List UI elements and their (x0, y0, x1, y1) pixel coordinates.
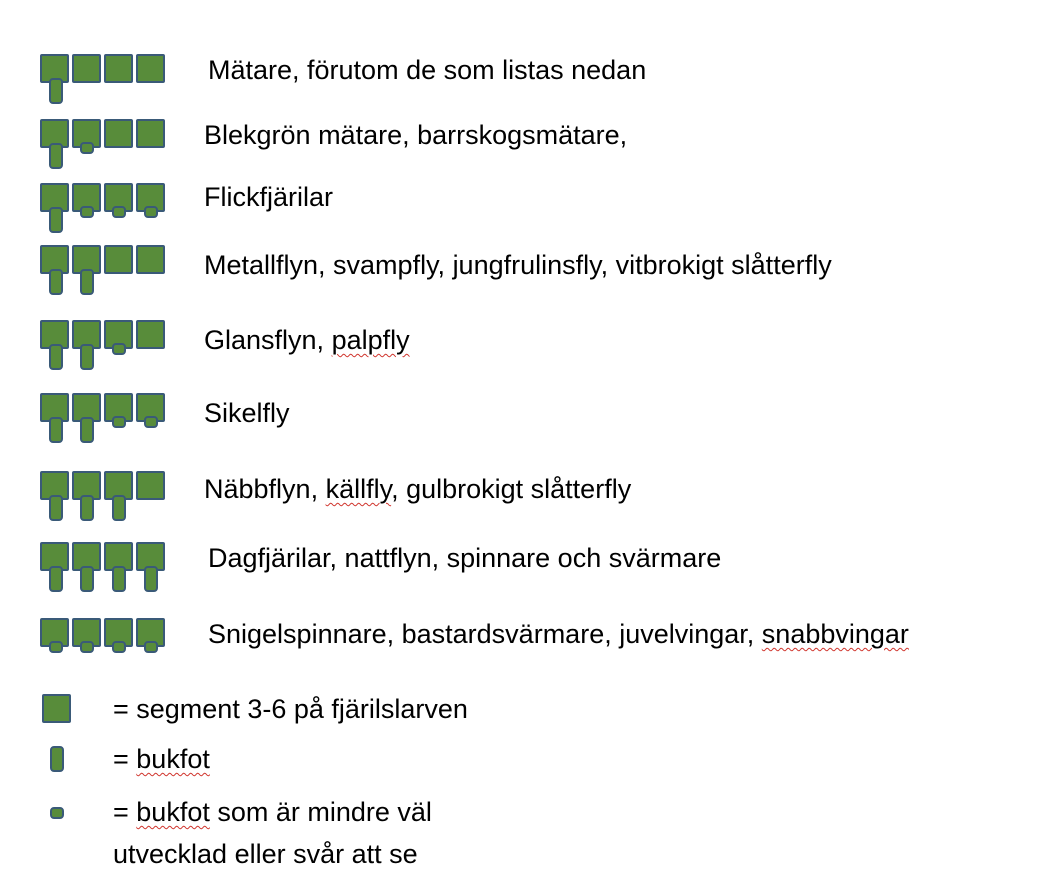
legend-small-proleg: = bukfot som är mindre väl utvecklad ell… (0, 793, 1037, 873)
proleg-icon (80, 269, 94, 295)
proleg-icon (112, 566, 126, 592)
proleg-icon (49, 78, 63, 104)
larva-icon-row-5 (40, 320, 168, 380)
small-proleg-icon (144, 206, 158, 218)
proleg-icon (49, 566, 63, 592)
proleg-icon (49, 143, 63, 169)
row-label-text: Näbbflyn, (204, 474, 326, 504)
larva-icon-row-1 (40, 54, 168, 114)
diagram-row-4: Metallflyn, svampfly, jungfrulinsfly, vi… (0, 245, 1037, 305)
segment-icon (136, 54, 165, 83)
legend-small-proleg-text: = bukfot som är mindre väl (113, 793, 432, 831)
proleg-icon (80, 417, 94, 443)
segment-icon (104, 119, 133, 148)
diagram-row-9: Snigelspinnare, bastardsvärmare, juvelvi… (0, 618, 1037, 678)
legend-proleg-text: = bukfot (113, 740, 210, 778)
legend-segment: = segment 3-6 på fjärilslarven (0, 690, 1037, 730)
small-proleg-icon (144, 416, 158, 428)
small-proleg-icon (112, 641, 126, 653)
small-proleg-icon (112, 206, 126, 218)
larva-icon-row-3 (40, 183, 168, 243)
small-proleg-icon (80, 142, 94, 154)
row-label-text: Glansflyn, (204, 325, 332, 355)
diagram-row-6: Sikelfly (0, 393, 1037, 453)
small-proleg-icon (112, 343, 126, 355)
spellcheck-word: palpfly (331, 325, 410, 355)
larva-icon-row-7 (40, 471, 168, 531)
proleg-icon (80, 566, 94, 592)
segment-icon (136, 119, 165, 148)
diagram-row-7: Näbbflyn, källfly, gulbrokigt slåtterfly (0, 471, 1037, 531)
segment-icon (104, 245, 133, 274)
small-proleg-icon (112, 416, 126, 428)
proleg-icon (50, 746, 64, 772)
row-label: Mätare, förutom de som listas nedan (208, 55, 647, 85)
row-label-text: , gulbrokigt slåtterfly (391, 474, 632, 504)
segment-icon (104, 54, 133, 83)
proleg-icon (49, 207, 63, 233)
legend-prefix: = (113, 744, 137, 774)
spellcheck-word: bukfot (136, 797, 210, 827)
small-proleg-icon (144, 641, 158, 653)
larva-icon-row-2 (40, 119, 168, 179)
larva-icon-row-9 (40, 618, 168, 678)
row-label-text: Snigelspinnare, bastardsvärmare, juvelvi… (208, 619, 762, 649)
spellcheck-word: källfly (325, 474, 392, 504)
diagram-row-2: Blekgrön mätare, barrskogsmätare, (0, 119, 1037, 179)
larva-icon-row-4 (40, 245, 168, 305)
row-label: Sikelfly (204, 398, 290, 428)
diagram-row-1: Mätare, förutom de som listas nedan (0, 54, 1037, 114)
legend-text-rest: som är mindre väl (209, 797, 432, 827)
row-label: Metallflyn, svampfly, jungfrulinsfly, vi… (204, 250, 832, 280)
proleg-icon (112, 495, 126, 521)
spellcheck-word: bukfot (136, 744, 210, 774)
segment-icon (42, 694, 71, 723)
diagram-row-3: Flickfjärilar (0, 182, 1037, 243)
proleg-icon (80, 495, 94, 521)
segment-icon (72, 54, 101, 83)
segment-icon (136, 245, 165, 274)
proleg-icon (49, 344, 63, 370)
proleg-icon (49, 495, 63, 521)
small-proleg-icon (49, 641, 63, 653)
proleg-icon (49, 417, 63, 443)
row-label: Blekgrön mätare, barrskogsmätare, (204, 120, 628, 150)
proleg-icon (144, 566, 158, 592)
legend-proleg: = bukfot (0, 740, 1037, 780)
larva-icon-row-6 (40, 393, 168, 453)
segment-icon (136, 320, 165, 349)
legend-small-proleg-text-line2: utvecklad eller svår att se (113, 839, 418, 869)
small-proleg-icon (80, 206, 94, 218)
row-label: Dagfjärilar, nattflyn, spinnare och svär… (208, 543, 722, 573)
row-label: Snigelspinnare, bastardsvärmare, juvelvi… (208, 618, 909, 650)
row-label: Flickfjärilar (204, 182, 334, 212)
row-label: Näbbflyn, källfly, gulbrokigt slåtterfly (204, 473, 631, 505)
spellcheck-word: snabbvingar (761, 619, 909, 649)
small-proleg-icon (50, 807, 64, 819)
small-proleg-icon (80, 641, 94, 653)
proleg-icon (80, 344, 94, 370)
diagram-row-8: Dagfjärilar, nattflyn, spinnare och svär… (0, 542, 1037, 602)
diagram-row-5: Glansflyn, palpfly (0, 320, 1037, 380)
larva-icon-row-8 (40, 542, 168, 602)
proleg-icon (49, 269, 63, 295)
row-label: Glansflyn, palpfly (204, 324, 410, 356)
segment-icon (136, 471, 165, 500)
legend-segment-text: = segment 3-6 på fjärilslarven (113, 694, 468, 724)
legend-prefix: = (113, 797, 137, 827)
segment-icon (136, 183, 165, 212)
